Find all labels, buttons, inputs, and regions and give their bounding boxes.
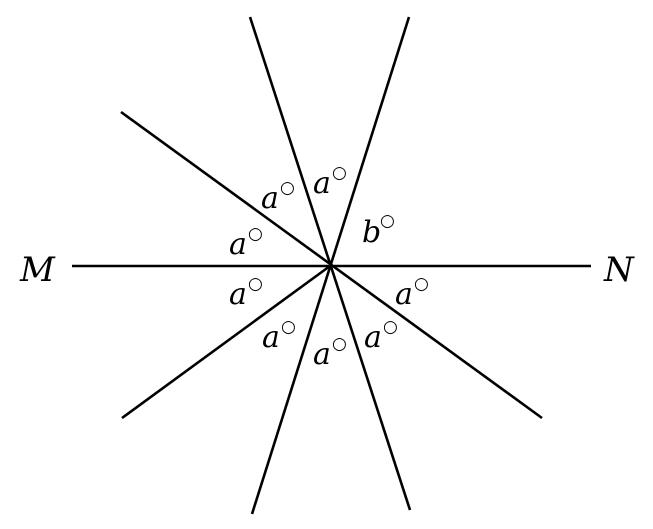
angle-label-a-lower-left-1: a ○: [229, 274, 263, 312]
angle-label-a-upper-left-2: a ○: [229, 224, 263, 262]
svg-text:○: ○: [281, 317, 296, 337]
svg-text:a: a: [313, 337, 331, 372]
svg-text:a: a: [313, 166, 331, 201]
svg-text:a: a: [364, 320, 382, 355]
angle-label-b: b ○: [362, 211, 395, 250]
point-label-m: M: [19, 250, 56, 290]
point-label-n: N: [603, 250, 635, 290]
svg-text:b: b: [362, 215, 381, 250]
svg-text:○: ○: [248, 274, 263, 294]
svg-text:a: a: [229, 227, 247, 262]
angle-label-a-lower-right-1: a ○: [395, 274, 429, 312]
svg-text:○: ○: [380, 211, 395, 231]
svg-text:a: a: [261, 181, 279, 216]
svg-text:○: ○: [383, 317, 398, 337]
angle-label-a-upper-left-1: a ○: [261, 178, 295, 216]
angle-label-a-lower-right-2: a ○: [364, 317, 398, 355]
svg-text:a: a: [229, 277, 247, 312]
svg-text:○: ○: [332, 334, 347, 354]
line-top-right-to-bottom-left: [250, 16, 411, 515]
angle-label-a-lower-middle: a ○: [313, 334, 347, 372]
angle-label-a-upper-middle: a ○: [313, 163, 347, 201]
angle-label-a-lower-left-2: a ○: [262, 317, 296, 355]
svg-text:○: ○: [332, 163, 347, 183]
ray-lower-left: [121, 264, 331, 420]
svg-text:a: a: [395, 277, 413, 312]
svg-text:○: ○: [280, 178, 295, 198]
svg-text:○: ○: [414, 274, 429, 294]
svg-text:a: a: [262, 320, 280, 355]
svg-text:○: ○: [248, 224, 263, 244]
